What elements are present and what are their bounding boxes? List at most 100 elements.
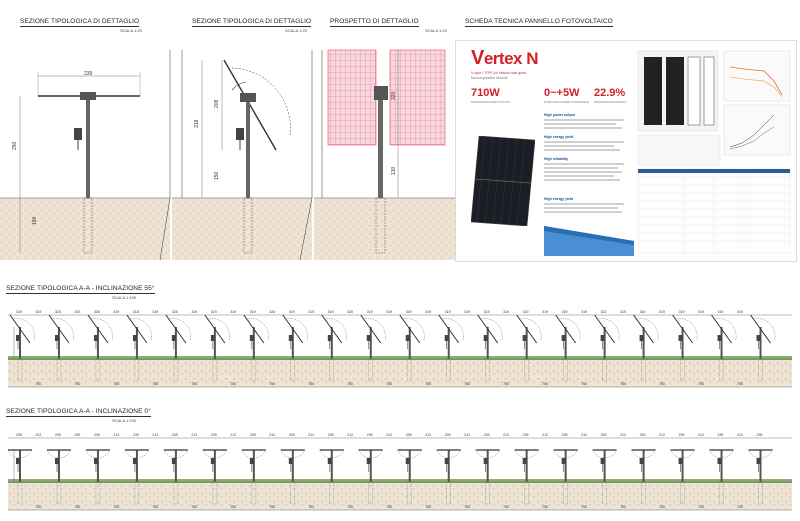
top-dim-label: 319 bbox=[503, 310, 509, 314]
ground-dim-label: 750 bbox=[620, 505, 626, 509]
scale-label-55: SCALA 1:100 bbox=[112, 295, 137, 300]
pile-foundation bbox=[524, 358, 529, 382]
tracker-pole bbox=[525, 450, 528, 482]
motor-box bbox=[756, 458, 761, 464]
ground-dim-label: 750 bbox=[308, 505, 314, 509]
top-dim-label: 319 bbox=[445, 310, 451, 314]
motor-box bbox=[132, 335, 137, 341]
motor-box bbox=[288, 335, 293, 341]
scale-label-2: SCALA 1:20 bbox=[285, 28, 307, 33]
dim-height-320: 320 bbox=[391, 91, 397, 100]
motor-box bbox=[756, 335, 761, 341]
top-dim-label: 239 bbox=[289, 433, 295, 437]
top-dim-label: 212 bbox=[542, 433, 548, 437]
pile-foundation bbox=[641, 358, 646, 382]
top-dim-label: 319 bbox=[211, 310, 217, 314]
pile-foundation bbox=[17, 358, 23, 382]
top-dim-label: 239 bbox=[406, 433, 412, 437]
title-sezione-dettaglio-2: SEZIONE TIPOLOGICA DI DETTAGLIO bbox=[192, 18, 312, 27]
top-dim-label: 319 bbox=[679, 310, 685, 314]
motor-box bbox=[561, 458, 566, 464]
pile-foundation bbox=[329, 481, 334, 505]
ground-dim-label: 750 bbox=[230, 382, 236, 386]
top-dim-label: 239 bbox=[757, 433, 763, 437]
top-dim-label: 319 bbox=[386, 310, 392, 314]
tilted-panel bbox=[555, 314, 577, 344]
rotation-arc bbox=[245, 318, 269, 342]
pile-foundation bbox=[56, 481, 62, 505]
pile-foundation bbox=[134, 481, 140, 505]
top-dim-label: 212 bbox=[113, 433, 119, 437]
rotation-arc bbox=[557, 318, 581, 342]
tilted-panel bbox=[126, 314, 148, 344]
rotation-arc bbox=[748, 449, 773, 459]
top-dim-label: 319 bbox=[367, 310, 373, 314]
motor-box bbox=[717, 458, 722, 464]
pile-foundation bbox=[95, 358, 101, 382]
top-dim-label: 212 bbox=[191, 433, 197, 437]
rotation-arc bbox=[46, 449, 72, 459]
motor-box bbox=[288, 458, 293, 464]
top-dim-label: 239 bbox=[601, 433, 607, 437]
motor-box bbox=[132, 458, 137, 464]
ground-dim-label: 750 bbox=[386, 505, 392, 509]
rotation-arc bbox=[752, 318, 776, 342]
top-dim-label: 212 bbox=[152, 433, 158, 437]
motor-box bbox=[678, 458, 683, 464]
tracker-pole bbox=[681, 450, 684, 482]
ground-dim-label: 750 bbox=[698, 505, 704, 509]
soil-band bbox=[8, 482, 792, 510]
top-dim-label: 319 bbox=[250, 310, 256, 314]
tracker-pole bbox=[57, 327, 60, 359]
tracker-unit bbox=[750, 314, 776, 382]
pile-foundation bbox=[446, 358, 451, 382]
tracker-pole bbox=[642, 450, 645, 482]
rotation-arc bbox=[674, 318, 698, 342]
dim-foundation: 180 bbox=[32, 216, 38, 225]
spec-power-label: MAXIMUM POWER OUTPUT bbox=[471, 100, 511, 104]
rotation-arc bbox=[514, 449, 539, 459]
tracker-unit: 239 bbox=[748, 433, 773, 505]
motor-box bbox=[171, 335, 176, 341]
rotation-arc bbox=[553, 449, 578, 459]
rotation-arc bbox=[397, 449, 422, 459]
top-dim-label: 319 bbox=[523, 310, 529, 314]
ground-dim-label: 750 bbox=[347, 505, 353, 509]
detail-sections-drawing: 239 250 180 208 318 150 bbox=[0, 49, 455, 260]
rotation-arc bbox=[206, 318, 230, 342]
ground-dim-label: 750 bbox=[542, 382, 548, 386]
ground-dim-label: 750 bbox=[269, 505, 275, 509]
spec-efficiency-label: MAXIMUM EFFICIENCY bbox=[594, 100, 628, 104]
top-dim-label: 239 bbox=[74, 433, 80, 437]
motor-box bbox=[366, 458, 371, 464]
pile-foundation bbox=[485, 358, 490, 382]
brand-subtitle-2: Monocrystalline Module bbox=[471, 76, 508, 80]
ground-dim-label: 750 bbox=[737, 505, 743, 509]
motor-box bbox=[522, 458, 527, 464]
dim-height-208: 208 bbox=[214, 99, 220, 108]
ground-dim-label: 750 bbox=[269, 382, 275, 386]
top-dim-label: 212 bbox=[698, 433, 704, 437]
top-dim-label: 319 bbox=[484, 310, 490, 314]
pile-foundation bbox=[251, 358, 257, 382]
pile-foundation bbox=[290, 358, 296, 382]
tracker-pole bbox=[603, 450, 606, 482]
rotation-arc bbox=[401, 318, 425, 342]
tilted-panel bbox=[87, 314, 109, 344]
ground-dim-label: 750 bbox=[74, 505, 80, 509]
tracker-pole bbox=[564, 450, 567, 482]
top-dim-label: 212 bbox=[269, 433, 275, 437]
